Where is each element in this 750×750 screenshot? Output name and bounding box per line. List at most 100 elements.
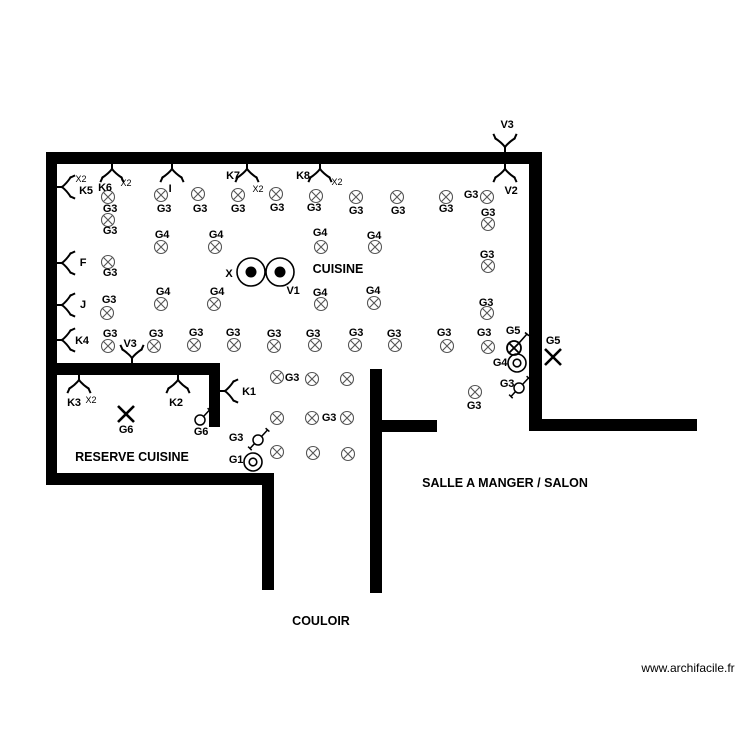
circuit-label: G3 (321, 412, 337, 424)
switch-label: K3 (67, 397, 81, 409)
circuit-label: G6 (193, 426, 209, 438)
ceiling-light-symbol (439, 338, 455, 354)
ceiling-light-symbol (230, 187, 246, 203)
switch-symbol (66, 374, 92, 394)
switch-label: V2 (504, 185, 518, 197)
circuit-label: G3 (479, 249, 495, 261)
ceiling-light-symbol (207, 239, 223, 255)
wall-segment (529, 419, 697, 431)
circuit-label: G3 (478, 297, 494, 309)
circuit-label: G5 (545, 335, 561, 347)
ceiling-light-symbol (479, 189, 495, 205)
switch-label: K4 (75, 335, 89, 347)
ceiling-light-symbol (304, 371, 320, 387)
circuit-label: G4 (312, 227, 328, 239)
switch-label: V3 (500, 119, 514, 131)
multiplier-label: X2 (85, 395, 97, 405)
switch-symbol (56, 250, 76, 276)
room-label-salle-a-manger-salon: SALLE A MANGER / SALON (422, 476, 588, 490)
ceiling-light-symbol (480, 258, 496, 274)
multiplier-label: X2 (331, 177, 343, 187)
circuit-label: G3 (101, 294, 117, 306)
ceiling-light-symbol (266, 338, 282, 354)
circuit-label: G3 (230, 203, 246, 215)
room-label-cuisine: CUISINE (312, 262, 364, 276)
circuit-label: G4 (209, 286, 225, 298)
circuit-label: G3 (225, 327, 241, 339)
circuit-label: G3 (156, 203, 172, 215)
wall-segment (209, 363, 220, 427)
circuit-label: G3 (463, 189, 479, 201)
ceiling-light-symbol (269, 369, 285, 385)
switch-symbol (492, 133, 518, 153)
watermark-archifacile: www.archifacile.fr (641, 661, 735, 675)
ceiling-light-symbol (387, 337, 403, 353)
ceiling-light-symbol (389, 189, 405, 205)
circuit-label: G3 (348, 327, 364, 339)
wall-segment (382, 420, 437, 432)
switch-symbol (492, 163, 518, 183)
circuit-label: G3 (102, 225, 118, 237)
double-circle-light-symbol (243, 452, 263, 472)
double-circle-light-symbol (507, 353, 527, 373)
multiplier-label: X2 (120, 178, 132, 188)
circuit-label: G3 (476, 327, 492, 339)
switch-label: K2 (169, 397, 183, 409)
switch-label: I (168, 183, 172, 195)
ceiling-light-symbol (366, 295, 382, 311)
ceiling-light-symbol (480, 339, 496, 355)
ceiling-light-symbol (367, 239, 383, 255)
switch-symbol (56, 292, 76, 318)
hook-light-symbol (194, 407, 212, 426)
ceiling-light-symbol (340, 446, 356, 462)
circuit-label: G1 (228, 454, 244, 466)
wall-segment (370, 369, 382, 593)
circuit-label: G3 (269, 202, 285, 214)
ceiling-light-symbol (153, 296, 169, 312)
circuit-label: G4 (366, 230, 382, 242)
circuit-label: G4 (208, 229, 224, 241)
circuit-label: G3 (188, 327, 204, 339)
room-label-couloir: COULOIR (292, 614, 350, 628)
circuit-label: G3 (305, 328, 321, 340)
outlet-label: V1 (286, 285, 300, 297)
switch-symbol (159, 163, 185, 183)
circuit-label: G3 (102, 203, 118, 215)
circuit-label: G3 (228, 432, 244, 444)
switch-label: F (79, 257, 87, 269)
wall-segment (262, 473, 274, 590)
room-label-reserve-cuisine: RESERVE CUISINE (75, 450, 189, 464)
circuit-label: G6 (118, 424, 134, 436)
circuit-label: G3 (438, 203, 454, 215)
ceiling-light-symbol (313, 239, 329, 255)
ceiling-light-symbol (153, 239, 169, 255)
switch-label: V3 (123, 338, 137, 350)
ceiling-light-symbol (308, 188, 324, 204)
circuit-label: G4 (365, 285, 381, 297)
circuit-label: G3 (284, 372, 300, 384)
hook-light-symbol (247, 427, 270, 451)
cable-outlet-x-symbol (117, 405, 135, 423)
circuit-label: G3 (306, 202, 322, 214)
ceiling-light-symbol (100, 254, 116, 270)
switch-symbol (165, 374, 191, 394)
circuit-label: G4 (155, 286, 171, 298)
ceiling-light-symbol (339, 410, 355, 426)
ceiling-light-symbol (480, 216, 496, 232)
circuit-label: G4 (312, 287, 328, 299)
switch-symbol (56, 327, 76, 353)
ceiling-light-symbol (305, 445, 321, 461)
circuit-label: G3 (348, 205, 364, 217)
circuit-label: G4 (492, 357, 508, 369)
switch-label: K7 (226, 170, 240, 182)
switch-symbol (119, 344, 145, 364)
ceiling-light-symbol (268, 186, 284, 202)
circuit-label: G3 (466, 400, 482, 412)
wall-segment (46, 152, 57, 485)
ceiling-light-symbol (190, 186, 206, 202)
wall-segment (46, 473, 274, 485)
switch-label: J (80, 299, 86, 311)
ceiling-light-symbol (269, 410, 285, 426)
circuit-label: G3 (480, 207, 496, 219)
